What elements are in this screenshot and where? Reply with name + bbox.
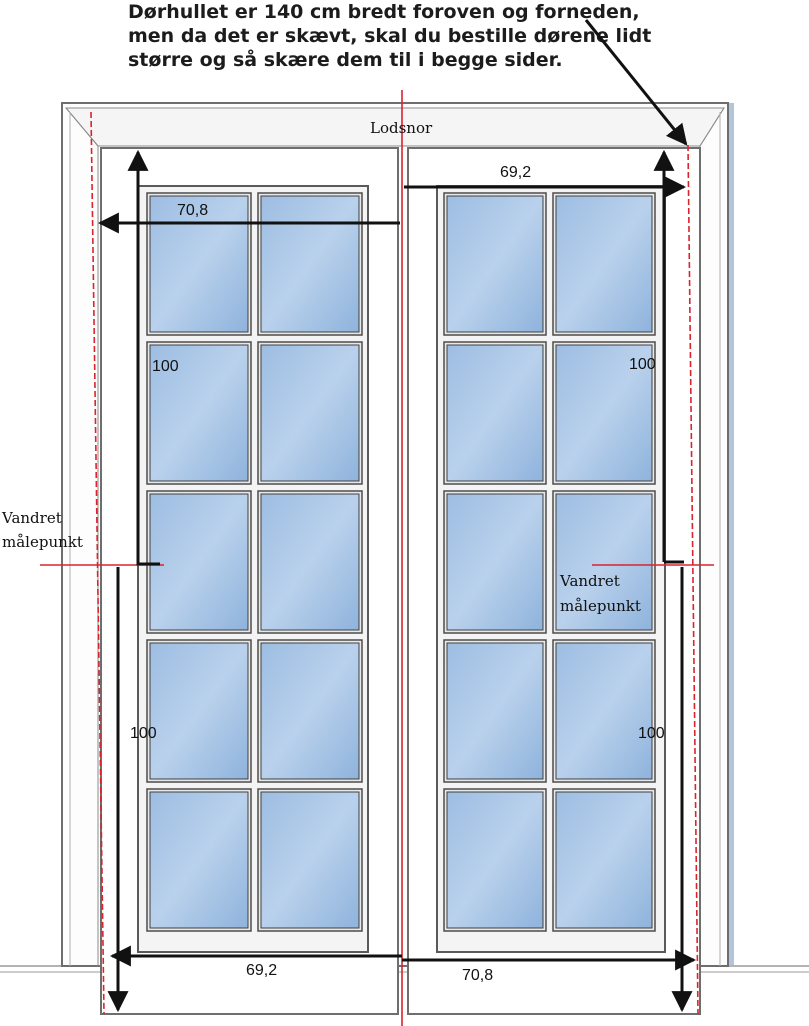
left-glass-pane <box>260 642 360 780</box>
right-glass-pane <box>446 493 544 631</box>
right-glass-pane <box>446 195 544 333</box>
right-guide-line <box>687 144 699 1015</box>
left-glass-pane <box>149 642 249 780</box>
left-glass-pane <box>149 791 249 929</box>
right-glass-pane <box>555 195 653 333</box>
right-lower-height-label: 100 <box>638 725 665 742</box>
left-glass-pane <box>149 195 249 333</box>
left-glass-pane <box>149 493 249 631</box>
bottom-left-width-label: 69,2 <box>246 962 277 979</box>
left-level-label-1: Vandret <box>1 509 62 527</box>
right-glass-pane <box>446 642 544 780</box>
left-upper-height-label: 100 <box>152 358 179 375</box>
top-right-width-label: 69,2 <box>500 164 531 181</box>
right-door-leaf <box>407 147 701 1015</box>
right-glass-pane <box>555 642 653 780</box>
right-glass-pane <box>555 791 653 929</box>
measurement-arrows <box>97 19 697 1013</box>
bottom-right-width-label: 70,8 <box>462 967 493 984</box>
left-glass-pane <box>260 493 360 631</box>
caption-line-2: men da det er skævt, skal du bestille dø… <box>128 25 652 47</box>
left-panes <box>146 192 363 932</box>
caption-pointer-arrow <box>584 19 688 146</box>
left-upper-height-arrow <box>127 149 160 566</box>
right-panes <box>443 192 656 932</box>
wall-shade <box>726 103 734 965</box>
left-door-leaf <box>100 147 399 1015</box>
right-glass-pane <box>555 493 653 631</box>
caption: Dørhullet er 140 cm bredt foroven og for… <box>128 0 768 72</box>
left-glass-pane <box>260 791 360 929</box>
right-upper-height-label: 100 <box>629 356 656 373</box>
left-glass-pane <box>260 344 360 482</box>
left-lower-height-label: 100 <box>130 725 157 742</box>
top-left-width-label: 70,8 <box>177 202 208 219</box>
right-level-label-1: Vandret <box>559 572 620 590</box>
left-glass-pane <box>260 195 360 333</box>
right-glass-pane <box>446 791 544 929</box>
right-glass-pane <box>555 344 653 482</box>
left-guide-line <box>90 111 105 1015</box>
caption-line-1: Dørhullet er 140 cm bredt foroven og for… <box>128 1 640 23</box>
plumb-line-label: Lodsnor <box>370 119 433 137</box>
right-glass-pane <box>446 344 544 482</box>
caption-line-3: større og så skære dem til i begge sider… <box>128 49 563 71</box>
red-guide-lines <box>40 90 714 1026</box>
right-level-label-2: målepunkt <box>560 597 641 615</box>
left-glass-pane <box>149 344 249 482</box>
left-level-label-2: målepunkt <box>2 533 83 551</box>
